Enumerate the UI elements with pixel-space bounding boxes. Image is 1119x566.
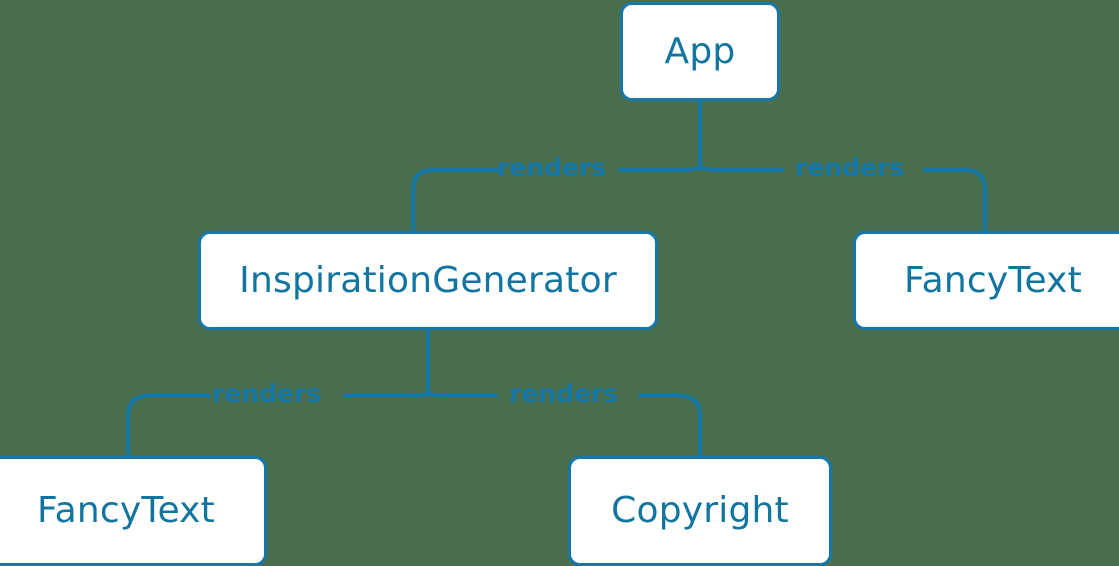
node-app[interactable]: App	[620, 2, 780, 101]
edge-app-to-fancytext-right-tail	[923, 168, 987, 233]
edge-label-app-to-fancytext-right: renders	[795, 153, 905, 182]
edge-label-app-to-inspirationgenerator: renders	[497, 153, 607, 182]
edge-app-to-inspirationgenerator-tail	[411, 168, 499, 233]
edge-app-to-fancytext-right	[698, 166, 784, 172]
node-app-label: App	[664, 30, 736, 72]
node-inspirationgenerator-label: InspirationGenerator	[239, 259, 617, 301]
node-fancytext-bottom[interactable]: FancyText	[0, 456, 267, 566]
node-copyright-label: Copyright	[611, 490, 789, 531]
node-fancytext-right-label: FancyText	[904, 259, 1082, 301]
edge-label-inspirationgenerator-to-fancytext: renders	[212, 379, 322, 408]
node-fancytext-right[interactable]: FancyText	[853, 231, 1119, 330]
edge-inspirationgenerator-to-copyright	[426, 392, 498, 398]
edge-label-inspirationgenerator-to-copyright: renders	[509, 379, 619, 408]
node-fancytext-bottom-label: FancyText	[37, 490, 215, 531]
edge-inspirationgenerator-to-copyright-tail	[638, 394, 702, 458]
edge-inspirationgenerator-to-fancytext	[343, 392, 430, 398]
edge-inspirationgenerator-to-fancytext-tail	[126, 394, 211, 458]
edge-app-to-inspirationgenerator	[618, 166, 702, 172]
node-copyright[interactable]: Copyright	[568, 456, 832, 566]
node-inspirationgenerator[interactable]: InspirationGenerator	[198, 231, 658, 330]
